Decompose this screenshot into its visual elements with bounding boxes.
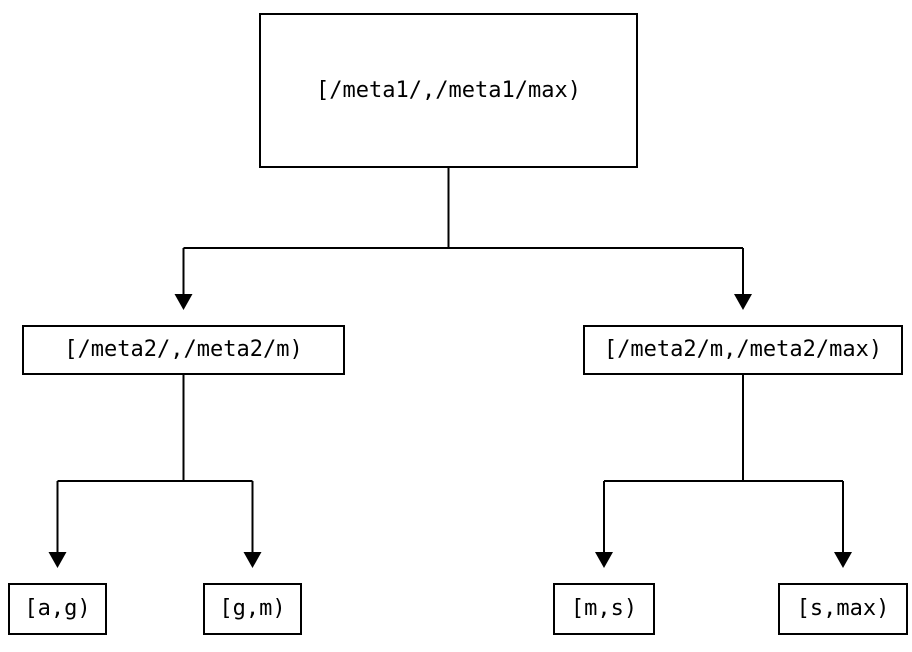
arrow-down-icon (243, 552, 262, 568)
edge-line (56, 375, 254, 552)
arrow-down-icon (834, 552, 852, 568)
node-root: [/meta1/,/meta1/max) (259, 13, 638, 168)
edge-line (603, 375, 844, 552)
edge-line (182, 168, 744, 294)
node-leaf-gm: [g,m) (203, 583, 302, 635)
arrow-down-icon (734, 294, 752, 310)
connector-left-to-leaves (48, 375, 262, 568)
arrow-down-icon (48, 552, 67, 568)
node-meta2-right: [/meta2/m,/meta2/max) (583, 325, 903, 375)
node-leaf-ag: [a,g) (8, 583, 107, 635)
node-meta2-left: [/meta2/,/meta2/m) (22, 325, 345, 375)
arrow-down-icon (595, 552, 613, 568)
connector-root-to-level2 (174, 168, 752, 310)
arrow-down-icon (174, 294, 193, 310)
node-leaf-ms: [m,s) (553, 583, 655, 635)
connector-right-to-leaves (595, 375, 852, 568)
node-leaf-smax: [s,max) (778, 583, 908, 635)
